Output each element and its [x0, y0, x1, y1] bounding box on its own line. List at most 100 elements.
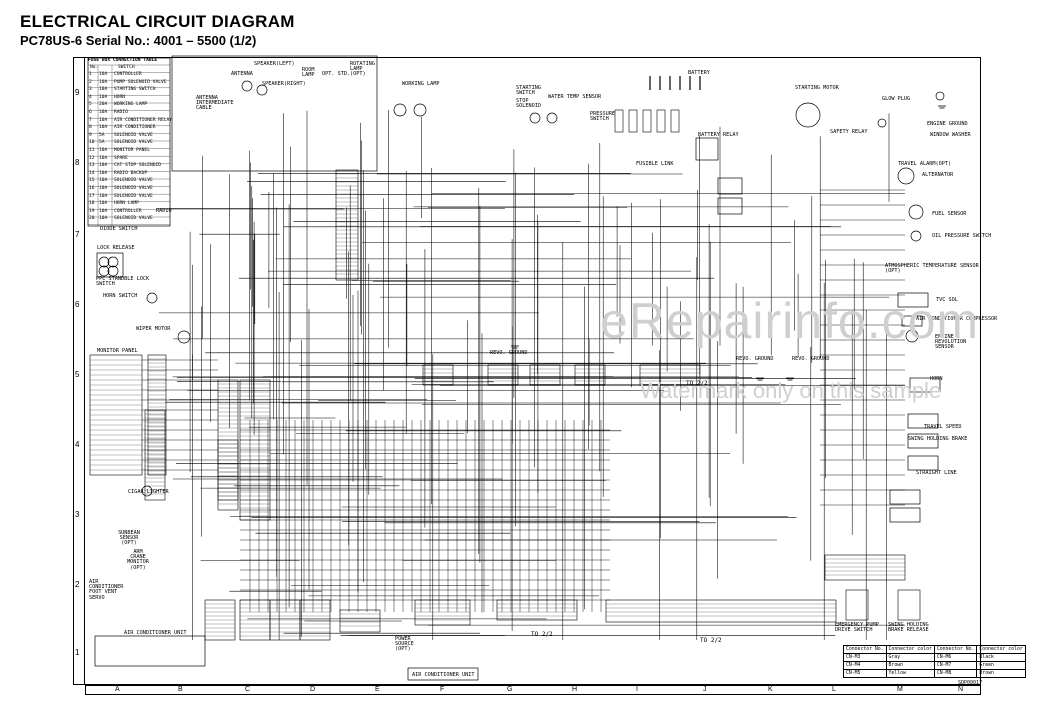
- fuse-box-outline: [87, 57, 171, 227]
- fuse-circuit-name: HORN LAMP: [114, 201, 139, 207]
- fuse-capacity: 10A: [99, 148, 108, 153]
- fusible-link: [614, 109, 624, 133]
- connector-block: [487, 364, 519, 386]
- component-symbol: [897, 167, 915, 185]
- relay-box: [909, 377, 941, 393]
- connector-block: [824, 554, 906, 581]
- fuse-circuit-name: SOLENOID VALVE: [114, 193, 153, 199]
- fuse-circuit-name: SOLENOID VALVE: [114, 216, 153, 222]
- horn-label: HORN: [930, 376, 943, 382]
- swing-brake-release-label: SWING HOLDING BRAKE RELEASE: [888, 622, 929, 634]
- ppc-lock-switch-label: PPC STANDBLE LOCK SWITCH: [96, 276, 150, 288]
- fuse-capacity: 10A: [99, 155, 108, 161]
- column-letter: I: [636, 686, 638, 693]
- relay-box: [901, 315, 923, 327]
- fuse-circuit-name: MONITOR PANEL: [114, 148, 150, 153]
- fuse-no: 10: [89, 140, 95, 146]
- swing-holding-label: SWING HOLDING BRAKE: [908, 436, 968, 442]
- ac-foot-vent-label: AIR CONDITIONER FOOT VENT SERVO: [89, 579, 124, 601]
- fuse-circuit-name: RADIO: [114, 110, 128, 115]
- connector-table-cell: CN-M3: [843, 653, 887, 662]
- fuse-circuit-name: SOLENOID VALVE: [114, 132, 153, 138]
- room-lamp-label: ROOM LAMP: [302, 67, 315, 79]
- tvc-sol-label: TVC SOL: [936, 297, 958, 303]
- component-symbol: [98, 256, 110, 268]
- relay-box: [695, 137, 719, 161]
- fuse-no: 16: [89, 186, 95, 191]
- column-letter: D: [310, 686, 316, 693]
- diagram-frame: [73, 57, 981, 685]
- fuse-circuit-name: AIR CONDITIONER RELAY: [114, 117, 173, 123]
- safety-relay-label: SAFETY RELAY: [830, 129, 868, 135]
- monitor-panel-label: MONITOR PANEL: [97, 348, 138, 354]
- battery-relay-label: BATTERY RELAY: [698, 132, 739, 138]
- fuse-circuit-name: CAT STOP SOLENOID: [114, 163, 162, 169]
- opt-std-label: OPT. STD.: [322, 71, 351, 77]
- fusible-link: [642, 109, 652, 133]
- fuse-no: 17: [89, 193, 95, 199]
- column-letter: K: [768, 686, 773, 693]
- fuse-capacity: 10A: [99, 193, 108, 199]
- fuse-capacity: 10A: [99, 208, 108, 214]
- connector-block: [574, 364, 606, 386]
- page-title: ELECTRICAL CIRCUIT DIAGRAM: [20, 12, 295, 31]
- component-symbol: [107, 256, 119, 268]
- fuse-no: 15: [89, 178, 95, 184]
- column-letter: H: [572, 686, 578, 693]
- connector-table-cell: Brown: [976, 669, 1026, 678]
- connector-table-header: Connector color: [976, 645, 1026, 654]
- column-letter: M: [897, 686, 903, 693]
- page-subtitle: PC78US-6 Serial No.: 4001 – 5500 (1/2): [20, 33, 257, 48]
- connector-block: [339, 609, 381, 633]
- component-symbol: [107, 265, 119, 277]
- column-letter: N: [958, 686, 964, 693]
- connector-table-cell: Black: [976, 653, 1026, 662]
- lock-release-label: LOCK RELEASE: [97, 245, 135, 251]
- component-symbol: [935, 91, 945, 101]
- fuse-no: 19: [89, 208, 95, 214]
- connector-block: [639, 364, 701, 386]
- fuse-circuit-name: SPARE: [114, 155, 128, 161]
- connector-block: [422, 364, 454, 386]
- row-number: 9: [75, 88, 80, 97]
- component-symbol: [905, 329, 919, 343]
- connector-table-cell: CN-M6: [933, 653, 978, 662]
- diode-switch-label: DIODE SWITCH: [100, 226, 138, 232]
- cigar-lighter-label: CIGAR LIGHTER: [128, 489, 169, 495]
- engine-rev-sensor-label: ENGINE REVOLUTION SENSOR: [935, 334, 967, 351]
- column-letter: B: [178, 686, 183, 693]
- swing-brake-switch: [897, 589, 921, 621]
- fuse-capacity: 10A: [99, 110, 108, 115]
- revo-ground-2-label: REVO. GROUND: [792, 356, 830, 362]
- component-symbol: [177, 330, 191, 344]
- wiper-motor-label: WIPER MOTOR: [136, 326, 171, 332]
- antenna-label: ANTENNA: [231, 71, 253, 77]
- component-symbol: [98, 265, 110, 277]
- emergency-pump-label: EMERGENCY PUMP DRIVE SWITCH: [835, 622, 879, 634]
- battery-label: BATTERY: [688, 70, 710, 76]
- column-letter: A: [115, 686, 120, 693]
- fuse-capacity: 10A: [99, 170, 108, 176]
- stop-solenoid-label: STOP SOLENOID: [516, 98, 541, 110]
- connector-block: [414, 599, 471, 626]
- relay-box: [907, 433, 939, 449]
- component-symbol: [910, 230, 922, 242]
- arm-crane-monitor-label: ARM CRANE MONITOR (OPT): [127, 549, 149, 571]
- component-symbol: [141, 485, 153, 497]
- fuse-circuit-name: SOLENOID VALVE: [114, 186, 153, 191]
- fuse-no: 20: [89, 216, 95, 222]
- fuse-capacity: 10A: [99, 216, 108, 222]
- row-number: 4: [75, 440, 80, 449]
- fuse-capacity: 10A: [99, 163, 108, 169]
- relay-box: [717, 177, 743, 195]
- fuse-no: 5: [89, 102, 92, 108]
- relay-box: [897, 292, 929, 308]
- row-number: 7: [75, 230, 80, 239]
- travel-alarm-label: TRAVEL ALARM(OPT): [898, 161, 952, 167]
- connector-block: [239, 379, 271, 521]
- row-number: 1: [75, 648, 80, 657]
- fuse-capacity: 5A: [99, 132, 105, 138]
- to-2-2-b-label: TO 2/2: [531, 631, 553, 638]
- fuse-circuit-name: CONTROLLER: [114, 208, 142, 214]
- component-symbol: [795, 102, 821, 128]
